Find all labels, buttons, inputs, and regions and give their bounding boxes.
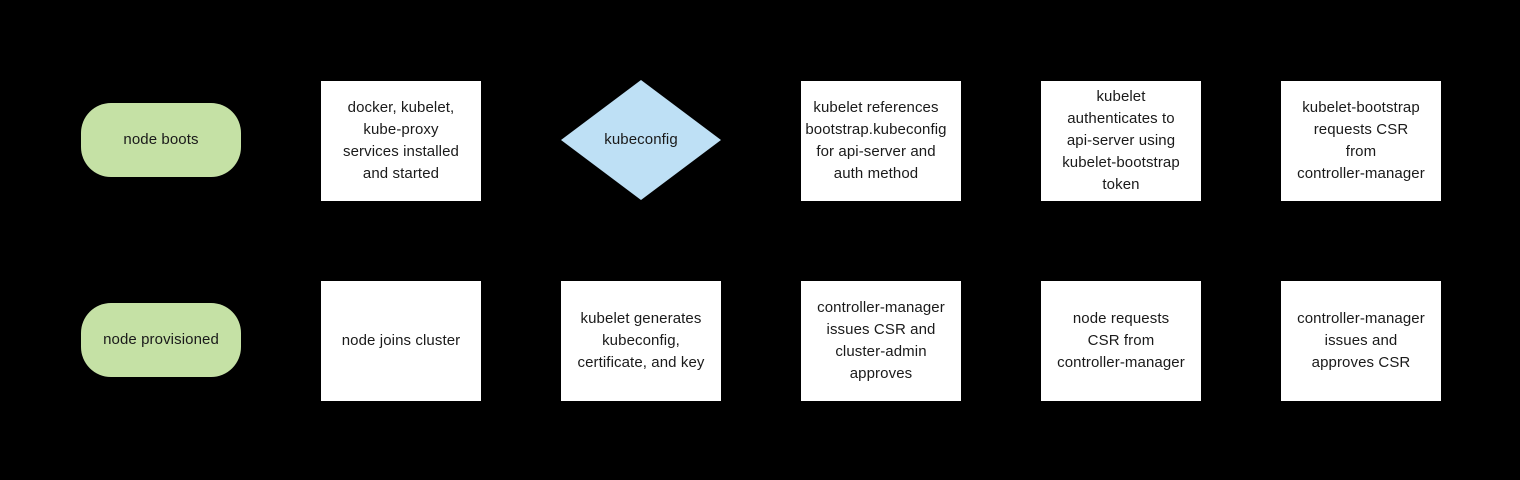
node-boots-terminator[interactable]: node boots [81,103,241,177]
kubelet-references-box[interactable]: kubelet references bootstrap.kubeconfig … [801,81,961,201]
services-installed-label: docker, kubelet, kube-proxy services ins… [342,99,459,182]
node-joins-cluster-label: node joins cluster [341,332,461,349]
cm-issues-approves-box[interactable]: controller-manager issues CSR and cluste… [801,281,961,401]
bootstrap-requests-csr-label: kubelet-bootstrap requests CSR from cont… [1297,99,1425,182]
services-installed-box[interactable]: docker, kubelet, kube-proxy services ins… [321,81,481,201]
kubelet-generates-label: kubelet generates kubeconfig, certificat… [577,310,705,371]
node-provisioned-label: node provisioned [103,331,219,348]
cm-issues-and-approves-label: controller-manager issues and approves C… [1297,310,1425,371]
node-boots-label: node boots [123,131,199,148]
kubelet-generates-box[interactable]: kubelet generates kubeconfig, certificat… [561,281,721,401]
node-requests-csr-label: node requests CSR from controller-manage… [1057,310,1185,371]
bootstrap-requests-csr-box[interactable]: kubelet-bootstrap requests CSR from cont… [1281,81,1441,201]
kubelet-references-label: kubelet references bootstrap.kubeconfig … [805,99,947,182]
node-joins-cluster-box[interactable]: node joins cluster [321,281,481,401]
kubelet-authenticates-box[interactable]: kubelet authenticates to api-server usin… [1041,81,1201,201]
kubelet-authenticates-label: kubelet authenticates to api-server usin… [1062,88,1180,193]
cm-issues-approves-label: controller-manager issues CSR and cluste… [817,299,945,382]
node-requests-csr-box[interactable]: node requests CSR from controller-manage… [1041,281,1201,401]
kubeconfig-label: kubeconfig [604,131,678,148]
kubeconfig-decision[interactable]: kubeconfig [561,80,721,200]
node-provisioned-terminator[interactable]: node provisioned [81,303,241,377]
cm-issues-and-approves-box[interactable]: controller-manager issues and approves C… [1281,281,1441,401]
